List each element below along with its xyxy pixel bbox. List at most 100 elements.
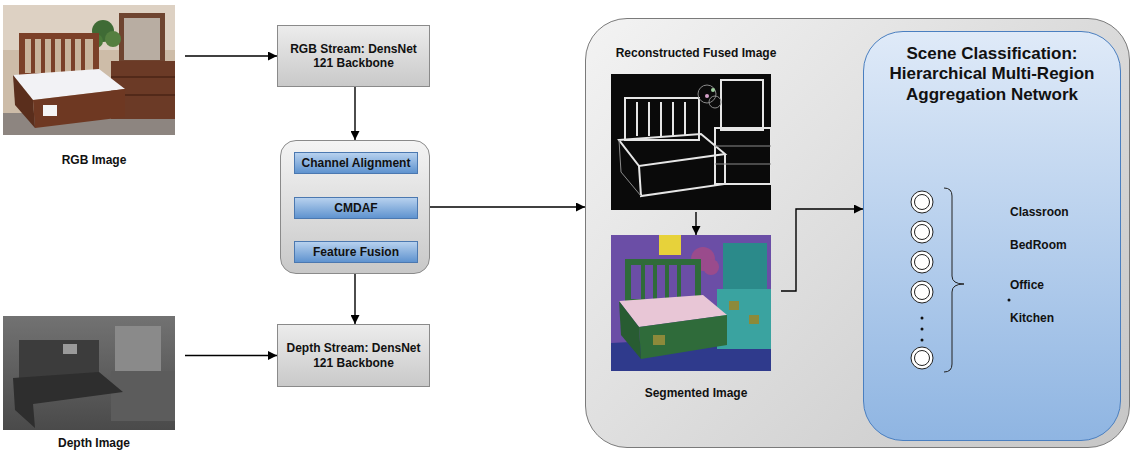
- drawing-part: [659, 235, 681, 255]
- module-group: Channel AlignmentCMDAF Feature Fusion: [280, 140, 430, 274]
- drawing-part: [749, 315, 759, 324]
- drawing-part: [709, 96, 721, 108]
- module-box: Channel Alignment: [294, 152, 418, 174]
- module-box: Feature Fusion: [294, 241, 418, 263]
- drawing-part: [105, 31, 121, 47]
- class-label: Kitchen: [1010, 311, 1054, 325]
- illustration: [3, 316, 175, 430]
- drawing-part: [631, 265, 695, 299]
- drawing-part: [705, 94, 709, 98]
- drawing-part: [665, 265, 669, 299]
- drawing-part: [677, 265, 681, 299]
- flow-arrow: [354, 87, 355, 140]
- drawing-part: [653, 265, 657, 299]
- image-node: Segmented Image: [611, 235, 781, 401]
- drawing-part: [71, 39, 75, 73]
- drawing-part: [115, 326, 161, 376]
- drawing-part: [653, 335, 665, 345]
- drawing-part: [619, 85, 771, 196]
- drawing-part: [911, 221, 933, 243]
- drawing-part: [915, 195, 930, 210]
- drawing-part: [660, 102, 662, 136]
- drawing-part: [619, 80, 771, 196]
- drawing-part: [729, 301, 739, 310]
- drawing-part: [81, 39, 85, 73]
- drawing-part: [915, 255, 930, 270]
- drawing-part: [723, 243, 767, 293]
- drawing-part: [3, 316, 175, 430]
- drawing-part: [721, 80, 763, 130]
- drawing-part: [43, 105, 57, 116]
- image-node: RGB Image: [3, 5, 185, 171]
- drawing-part: [715, 164, 771, 165]
- node-label: Feature Fusion: [313, 245, 399, 259]
- drawing-part: [911, 281, 933, 303]
- drawing-part: [684, 102, 686, 136]
- drawing-part: [63, 344, 77, 354]
- drawing-part: [31, 39, 35, 73]
- drawing-part: [41, 39, 45, 73]
- drawing-part: [711, 88, 715, 92]
- image-node: Reconstructed Fused Image: [606, 46, 786, 212]
- process-box: RGB Stream: DensNet 121 Backbone: [277, 25, 430, 87]
- drawing-part: [921, 328, 924, 331]
- node-label: Scene Classification: Hierarchical Multi…: [874, 44, 1110, 105]
- drawing-part: [119, 13, 165, 65]
- illustration: [611, 235, 771, 371]
- drawing-part: [715, 128, 771, 184]
- flow-arrow: [354, 274, 355, 324]
- drawing-part: [915, 285, 930, 300]
- node-label: Depth Stream: DensNet 121 Backbone: [284, 341, 423, 370]
- illustration: [3, 5, 175, 135]
- drawing-part: [124, 18, 160, 60]
- drawing-part: [944, 188, 964, 372]
- drawing-part: [641, 265, 645, 299]
- drawing-part: [111, 371, 175, 421]
- module-box: CMDAF: [294, 197, 418, 219]
- image-caption: Depth Image: [3, 436, 185, 450]
- drawing-part: [639, 315, 727, 359]
- drawing-part: [921, 317, 924, 320]
- drawing-part: [611, 74, 771, 210]
- drawing-part: [648, 102, 650, 136]
- flow-arrow: [430, 206, 585, 207]
- drawing-part: [25, 39, 93, 73]
- drawing-part: [51, 39, 55, 73]
- illustration: [611, 74, 771, 210]
- drawing-part: [911, 191, 933, 213]
- drawing-part: [13, 75, 35, 128]
- drawing-part: [636, 102, 638, 136]
- flow-arrow: [185, 55, 277, 56]
- flow-arrow: [185, 355, 277, 356]
- drawing-part: [33, 89, 125, 128]
- node-label: RGB Stream: DensNet 121 Backbone: [284, 42, 423, 71]
- node-label: Channel Alignment: [302, 156, 411, 170]
- drawing-part: [698, 85, 716, 103]
- class-label: Classroon: [1010, 205, 1069, 219]
- drawing-part: [111, 76, 175, 78]
- drawing-part: [915, 225, 930, 240]
- drawing-part: [13, 372, 123, 428]
- classifier-box: Scene Classification: Hierarchical Multi…: [863, 31, 1121, 441]
- drawing-part: [611, 235, 771, 371]
- image-caption: Segmented Image: [611, 386, 781, 400]
- drawing-part: [911, 347, 933, 369]
- image-caption: Reconstructed Fused Image: [606, 46, 786, 60]
- image-node: Depth Image: [3, 316, 185, 452]
- flow-arrow: [781, 209, 863, 291]
- drawing-part: [703, 259, 719, 275]
- drawing-part: [911, 191, 933, 369]
- drawing-part: [3, 5, 175, 135]
- drawing-part: [61, 39, 65, 73]
- drawing-part: [1008, 299, 1011, 302]
- drawing-part: [619, 140, 641, 196]
- image-caption: RGB Image: [3, 153, 185, 167]
- output-panel: Reconstructed Fused ImageSegmented Image…: [585, 18, 1130, 448]
- drawing-part: [915, 351, 930, 366]
- node-label: CMDAF: [334, 201, 377, 215]
- drawing-part: [915, 188, 965, 372]
- class-label: Office: [1010, 278, 1044, 292]
- drawing-part: [625, 98, 699, 140]
- drawing-part: [619, 301, 641, 359]
- drawing-part: [619, 134, 725, 166]
